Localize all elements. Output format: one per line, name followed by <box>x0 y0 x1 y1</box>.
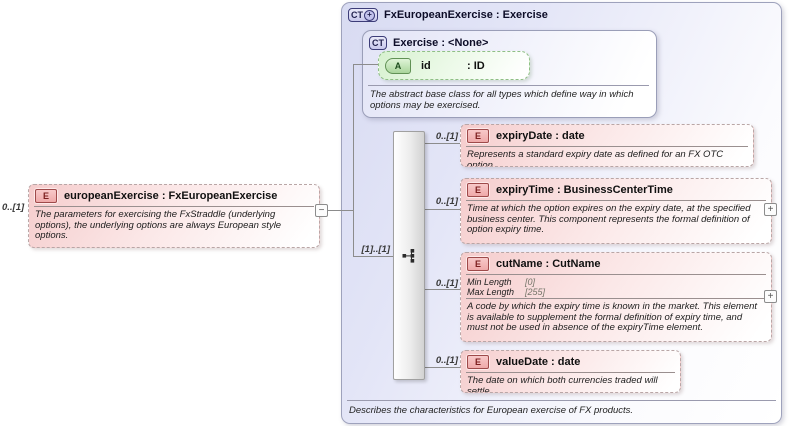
cardinality-label: 0..[1] <box>2 202 25 213</box>
element-icon: E <box>467 129 489 143</box>
cardinality-label: 0..[1] <box>435 131 458 142</box>
attribute-type: : ID <box>467 59 485 72</box>
divider <box>347 400 776 401</box>
connector-line <box>423 367 460 368</box>
divider <box>34 206 314 207</box>
connector-line <box>353 64 381 65</box>
element-expiry-date[interactable]: E expiryDate : date Represents a standar… <box>460 124 754 167</box>
divider <box>466 298 766 299</box>
connector-line <box>423 209 460 210</box>
divider <box>368 85 649 86</box>
attribute-icon: A <box>385 57 411 74</box>
element-documentation: The date on which both currencies traded… <box>467 375 658 393</box>
base-type-documentation: The abstract base class for all types wh… <box>370 89 634 111</box>
panel-documentation: Describes the characteristics for Europe… <box>349 405 634 416</box>
element-icon: E <box>467 355 489 369</box>
panel-title-text: FxEuropeanExercise : Exercise <box>384 9 548 21</box>
element-title: valueDate : date <box>496 356 581 368</box>
sequence-icon <box>402 249 414 263</box>
facet-value: [255] <box>525 287 546 297</box>
facet-list: Min Length [0] Max Length [255] <box>461 276 771 297</box>
element-title: europeanExercise : FxEuropeanExercise <box>64 190 278 202</box>
element-title: cutName : CutName <box>496 258 601 270</box>
sequence-model-group[interactable] <box>393 131 425 380</box>
element-documentation: The parameters for exercising the FxStra… <box>35 209 282 241</box>
element-icon: E <box>35 189 57 203</box>
element-documentation: A code by which the expiry time is known… <box>467 301 758 333</box>
facet-label: Min Length <box>467 277 512 287</box>
cardinality-label: [1]..[1] <box>361 244 391 255</box>
element-cut-name[interactable]: E cutName : CutName Min Length [0] Max L… <box>460 252 772 342</box>
divider <box>466 372 675 373</box>
facet-value: [0] <box>525 277 536 287</box>
complex-type-icon: CT+ <box>348 8 378 22</box>
element-european-exercise[interactable]: E europeanExercise : FxEuropeanExercise … <box>28 184 320 248</box>
facet-row: Min Length [0] <box>467 277 765 287</box>
connector-line <box>318 210 353 211</box>
attribute-name: id <box>421 59 431 72</box>
cardinality-label: 0..[1] <box>435 278 458 289</box>
element-title: expiryDate : date <box>496 130 585 142</box>
expand-toggle-cut-name[interactable]: + <box>764 290 777 303</box>
connector-line <box>423 289 460 290</box>
divider <box>466 274 766 275</box>
element-icon: E <box>467 183 489 197</box>
element-title: expiryTime : BusinessCenterTime <box>496 184 673 196</box>
facet-row: Max Length [255] <box>467 287 765 297</box>
element-documentation: Time at which the option expires on the … <box>467 203 751 235</box>
element-value-date[interactable]: E valueDate : date The date on which bot… <box>460 350 681 393</box>
base-type-title: CT Exercise : <None> <box>363 31 656 55</box>
base-type-title-text: Exercise : <None> <box>393 37 489 49</box>
cardinality-label: 0..[1] <box>435 355 458 366</box>
connector-line <box>353 64 354 257</box>
cardinality-label: 0..[1] <box>435 196 458 207</box>
facet-label: Max Length <box>467 287 515 297</box>
element-expiry-time[interactable]: E expiryTime : BusinessCenterTime Time a… <box>460 178 772 244</box>
complex-type-icon: CT <box>369 36 387 50</box>
collapse-toggle-european-exercise[interactable]: − <box>315 204 328 217</box>
attribute-id[interactable]: A id : ID <box>378 51 530 80</box>
ct-plus-icon: + <box>364 9 375 21</box>
element-icon: E <box>467 257 489 271</box>
connector-line <box>423 143 460 144</box>
connector-line <box>353 256 393 257</box>
divider <box>466 200 766 201</box>
element-documentation: Represents a standard expiry date as def… <box>467 149 724 167</box>
expand-toggle-expiry-time[interactable]: + <box>764 203 777 216</box>
divider <box>466 146 748 147</box>
panel-title: CT+ FxEuropeanExercise : Exercise <box>342 3 781 27</box>
